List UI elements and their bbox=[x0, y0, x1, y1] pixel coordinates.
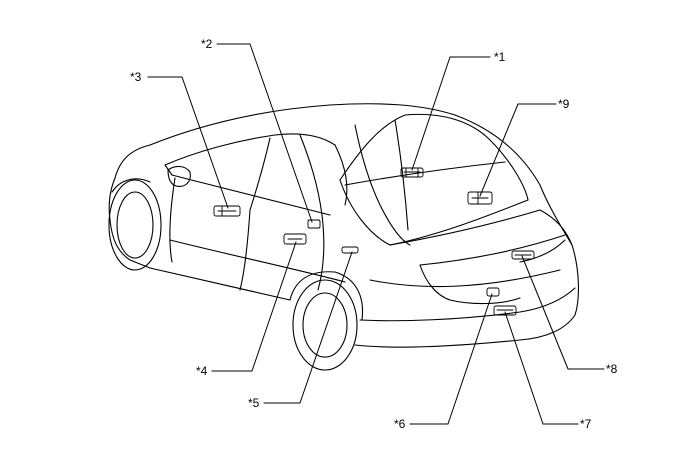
callout-label-6: *6 bbox=[394, 417, 406, 431]
callout-label-4: *4 bbox=[196, 364, 208, 378]
leader-line-7 bbox=[504, 311, 579, 425]
leader-line-2 bbox=[216, 43, 313, 223]
leader-line-6 bbox=[409, 293, 493, 425]
component-1 bbox=[400, 167, 424, 178]
component-6 bbox=[486, 287, 500, 297]
leader-line-8 bbox=[521, 255, 605, 370]
leader-line-9 bbox=[479, 103, 557, 197]
leader-line-5 bbox=[263, 251, 353, 404]
leader-line-1 bbox=[411, 56, 491, 171]
callout-label-2: *2 bbox=[201, 37, 213, 51]
leader-line-4 bbox=[211, 241, 297, 372]
component-7 bbox=[493, 305, 517, 316]
callout-labels: *1 *2 *3 *4 *5 *6 *7 *8 *9 bbox=[130, 37, 618, 431]
component-4 bbox=[283, 233, 307, 245]
callout-label-7: *7 bbox=[580, 417, 592, 431]
callout-label-8: *8 bbox=[606, 362, 618, 376]
component-9 bbox=[467, 191, 493, 205]
leader-line-3 bbox=[147, 76, 229, 209]
callout-label-9: *9 bbox=[558, 97, 570, 111]
component-2 bbox=[307, 219, 321, 229]
callout-label-1: *1 bbox=[494, 50, 506, 64]
component-3 bbox=[213, 205, 241, 217]
callout-label-5: *5 bbox=[248, 396, 260, 410]
component-5 bbox=[341, 246, 359, 254]
car-body-outline bbox=[108, 103, 579, 371]
leader-lines bbox=[147, 43, 605, 425]
callout-label-3: *3 bbox=[130, 70, 142, 84]
